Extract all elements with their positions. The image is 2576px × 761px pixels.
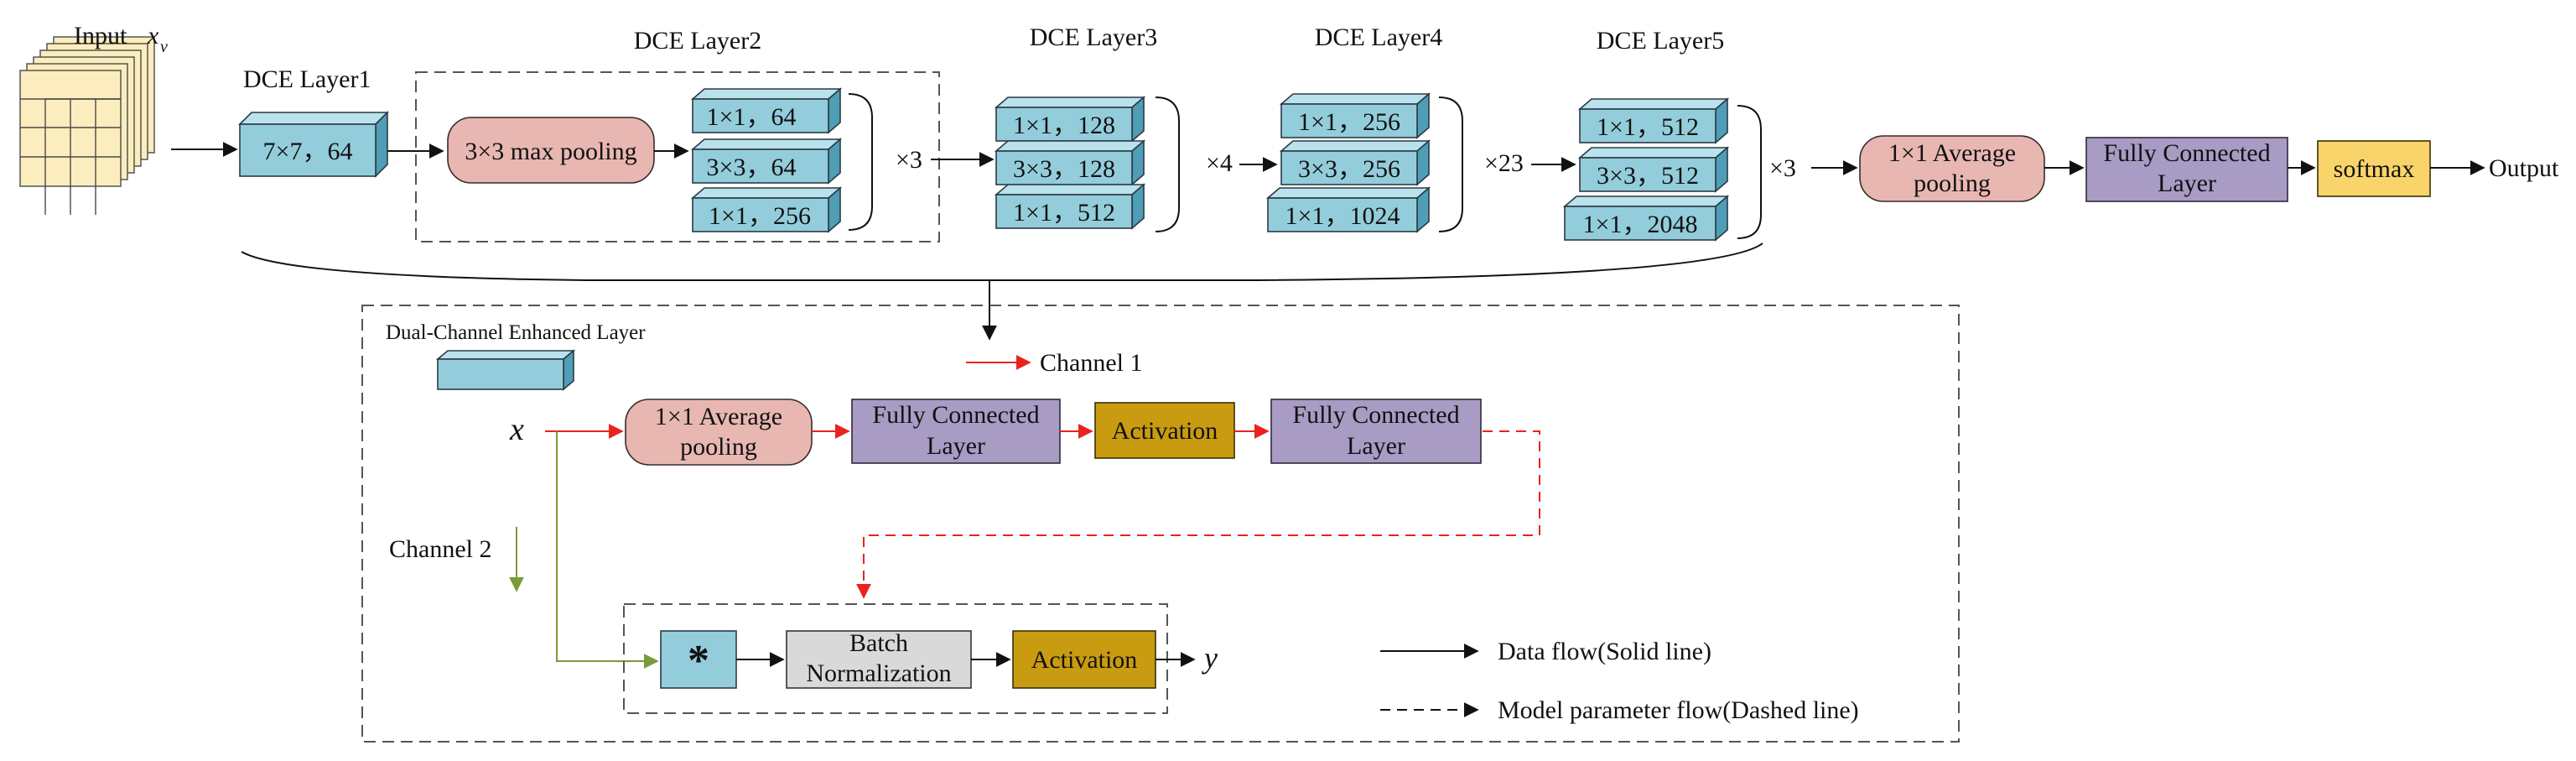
dce5-block-1: 1×1，512 — [1577, 97, 1730, 144]
svg-text:Layer: Layer — [1347, 432, 1405, 460]
legend-dashed-label: Model parameter flow(Dashed line) — [1498, 696, 1859, 724]
dce3-repeat: ×4 — [1206, 149, 1233, 177]
input-subscript: v — [160, 38, 168, 56]
svg-text:pooling: pooling — [680, 433, 757, 461]
dce4-block-3: 1×1，1024 — [1265, 186, 1431, 233]
detail-activation1-box: Activation — [1094, 402, 1235, 459]
input-grid-lines — [20, 98, 121, 215]
detail-activation2-box: Activation — [1012, 630, 1156, 689]
dce5-block-3: 1×1，2048 — [1562, 195, 1730, 242]
channel2-arrow-x-to-conv — [556, 431, 659, 669]
dce2-block-3: 1×1，256 — [690, 186, 843, 233]
dce4-repeat: ×23 — [1484, 149, 1524, 177]
svg-text:1×1，2048: 1×1，2048 — [1583, 211, 1698, 238]
input-label: Input — [74, 22, 127, 50]
svg-text:Batch: Batch — [849, 629, 908, 657]
svg-text:3×3，128: 3×3，128 — [1013, 155, 1115, 183]
svg-text:pooling: pooling — [1914, 169, 1991, 197]
dce2-title: DCE Layer2 — [634, 27, 761, 55]
detail-output-y: y — [1202, 641, 1218, 675]
detail-input-x: x — [509, 412, 524, 447]
dce5-title: DCE Layer5 — [1597, 27, 1724, 55]
svg-text:1×1 Average: 1×1 Average — [655, 403, 782, 430]
detail-avgpool-box: 1×1 Average pooling — [625, 399, 813, 466]
detail-layer-icon — [435, 349, 576, 391]
svg-text:softmax: softmax — [2334, 155, 2415, 183]
dce2-block-1: 1×1，64 — [690, 87, 843, 134]
svg-text:1×1，64: 1×1，64 — [707, 103, 797, 131]
svg-text:3×3，64: 3×3，64 — [707, 154, 797, 181]
svg-text:1×1，256: 1×1，256 — [1298, 108, 1400, 136]
svg-text:7×7，64: 7×7，64 — [263, 138, 353, 165]
detail-fc2-box: Fully Connected Layer — [1270, 399, 1482, 464]
dce2-block-2: 3×3，64 — [690, 138, 843, 185]
svg-text:3×3 max pooling: 3×3 max pooling — [465, 138, 636, 165]
dce3-block-1: 1×1，128 — [994, 96, 1146, 143]
dce4-block-2: 3×3，256 — [1279, 139, 1431, 186]
dce2-group-box — [415, 71, 940, 242]
head-fc-box: Fully Connected Layer — [2085, 137, 2288, 202]
dce2-repeat: ×3 — [896, 146, 922, 174]
legend-solid-label: Data flow(Solid line) — [1498, 638, 1711, 665]
svg-text:Fully Connected: Fully Connected — [1292, 401, 1459, 429]
dce4-bracket — [1438, 96, 1463, 232]
svg-text:Activation: Activation — [1031, 646, 1138, 674]
head-avgpool-box: 1×1 Average pooling — [1859, 135, 2045, 202]
dce5-block-2: 3×3，512 — [1577, 146, 1730, 193]
head-softmax-box: softmax — [2317, 140, 2431, 197]
svg-text:3×3，512: 3×3，512 — [1597, 162, 1699, 190]
dce2-bracket — [848, 93, 873, 231]
svg-text:1×1，512: 1×1，512 — [1597, 113, 1699, 141]
input-symbol: x — [147, 22, 159, 50]
channel1-label: Channel 1 — [1040, 349, 1142, 377]
dce2-maxpool-box: 3×3 max pooling — [447, 117, 655, 184]
dce4-title: DCE Layer4 — [1315, 23, 1442, 51]
svg-text:Normalization: Normalization — [806, 659, 951, 687]
dce3-bracket — [1155, 96, 1180, 232]
dce1-title: DCE Layer1 — [243, 65, 371, 93]
detail-fc1-box: Fully Connected Layer — [851, 399, 1061, 464]
svg-text:1×1，512: 1×1，512 — [1013, 199, 1115, 227]
svg-text:1×1，128: 1×1，128 — [1013, 112, 1115, 139]
detail-title: Dual-Channel Enhanced Layer — [386, 321, 646, 344]
svg-text:3×3，256: 3×3，256 — [1298, 155, 1400, 183]
dce3-block-2: 3×3，128 — [994, 139, 1146, 186]
svg-text:1×1，1024: 1×1，1024 — [1285, 202, 1400, 230]
zoom-connector-curve — [241, 242, 1763, 281]
detail-panel-box — [361, 305, 1960, 743]
svg-text:Activation: Activation — [1112, 417, 1218, 445]
channel2-label: Channel 2 — [389, 535, 491, 563]
output-label: Output — [2489, 154, 2559, 182]
conv-star-icon: * — [688, 637, 709, 685]
svg-text:Fully Connected: Fully Connected — [2103, 139, 2270, 167]
detail-conv-box: * — [660, 630, 737, 689]
input-feature-stack — [19, 36, 155, 215]
dce5-bracket — [1737, 105, 1762, 239]
svg-text:1×1 Average: 1×1 Average — [1888, 139, 2016, 167]
detail-bn-box: Batch Normalization — [786, 629, 972, 689]
svg-text:Fully Connected: Fully Connected — [872, 401, 1039, 429]
svg-text:Layer: Layer — [2158, 169, 2216, 197]
dce4-block-1: 1×1，256 — [1279, 92, 1431, 139]
svg-text:1×1，256: 1×1，256 — [709, 202, 811, 230]
dce5-repeat: ×3 — [1769, 154, 1796, 182]
dce1-block: 7×7，64 — [238, 111, 389, 178]
dce3-block-3: 1×1，512 — [994, 183, 1146, 230]
svg-text:Layer: Layer — [927, 432, 985, 460]
parameter-flow-dashed-arrow — [856, 430, 1540, 599]
dce3-title: DCE Layer3 — [1030, 23, 1157, 51]
